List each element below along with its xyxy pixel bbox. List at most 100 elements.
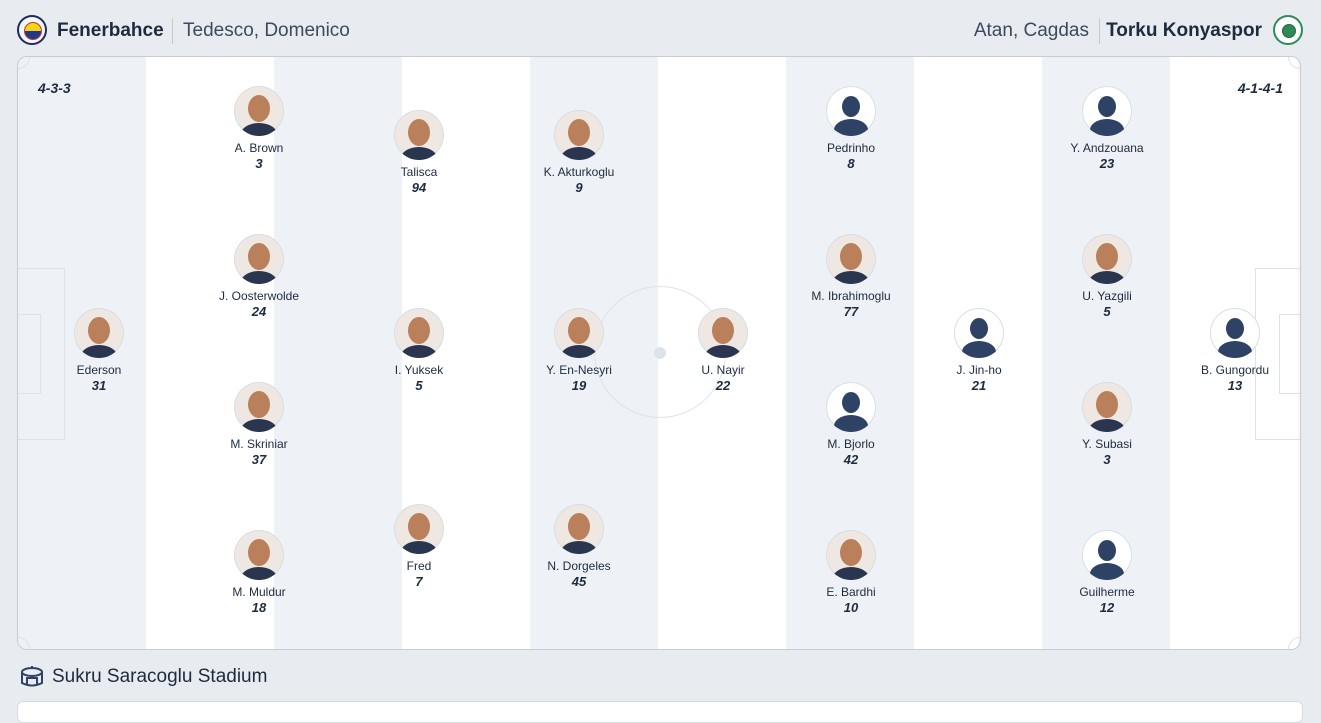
player-photo	[74, 308, 124, 358]
player-photo	[394, 504, 444, 554]
player-silhouette-icon	[1210, 308, 1260, 358]
player-photo	[394, 110, 444, 160]
player-silhouette-icon	[826, 86, 876, 136]
player-photo	[698, 308, 748, 358]
player-silhouette-icon	[1082, 86, 1132, 136]
home-team-name[interactable]: Fenerbahce	[57, 20, 164, 41]
player-photo	[234, 382, 284, 432]
player-name: Y. Subasi	[1082, 437, 1132, 451]
player-number: 7	[415, 574, 423, 589]
player-name: Y. En-Nesyri	[546, 363, 612, 377]
player-name: M. Muldur	[232, 585, 286, 599]
player-number: 3	[255, 156, 263, 171]
home-coach-name[interactable]: Tedesco, Domenico	[183, 20, 350, 41]
pitch-stripe	[274, 57, 402, 649]
player-name: J. Oosterwolde	[218, 289, 300, 303]
player-name: N. Dorgeles	[547, 559, 611, 573]
venue-name[interactable]: Sukru Saracoglu Stadium	[52, 666, 268, 687]
player-name: I. Yuksek	[394, 363, 444, 377]
player-number: 3	[1103, 452, 1111, 467]
player-silhouette-icon	[1082, 530, 1132, 580]
stadium-icon	[21, 666, 43, 687]
konyaspor-crest-icon[interactable]	[1273, 15, 1303, 45]
player-number: 10	[843, 600, 859, 615]
player-number: 5	[415, 378, 423, 393]
away-team-name[interactable]: Torku Konyaspor	[1106, 20, 1262, 41]
player-silhouette-icon	[954, 308, 1004, 358]
player-name: Talisca	[400, 165, 438, 179]
player-photo	[826, 234, 876, 284]
player-number: 19	[571, 378, 587, 393]
player-name: Y. Andzouana	[1070, 141, 1144, 155]
player-photo	[1082, 382, 1132, 432]
player-name: B. Gungordu	[1200, 363, 1270, 377]
player-name: U. Nayir	[701, 363, 745, 377]
player-number: 37	[251, 452, 267, 467]
away-coach-name[interactable]: Atan, Cagdas	[973, 20, 1089, 41]
player-number: 5	[1103, 304, 1111, 319]
center-spot	[654, 347, 666, 359]
away-goal-box	[1279, 314, 1300, 394]
away-formation: 4-1-4-1	[1237, 80, 1283, 96]
player-photo	[234, 86, 284, 136]
player-number: 31	[91, 378, 107, 393]
player-name: Ederson	[76, 363, 122, 377]
player-name: M. Ibrahimoglu	[811, 289, 891, 303]
player-name: U. Yazgili	[1082, 289, 1132, 303]
player-name: Guilherme	[1079, 585, 1135, 599]
lineup-header: Fenerbahce Tedesco, Domenico Atan, Cagda…	[0, 0, 1321, 60]
player-number: 42	[843, 452, 859, 467]
player-number: 18	[251, 600, 267, 615]
corner-arc	[1288, 637, 1300, 649]
player-name: M. Bjorlo	[827, 437, 875, 451]
player-number: 21	[971, 378, 987, 393]
player-name: Fred	[406, 559, 432, 573]
player-number: 45	[571, 574, 587, 589]
player-name: A. Brown	[234, 141, 284, 155]
home-divider	[172, 18, 173, 44]
player-photo	[394, 308, 444, 358]
home-formation: 4-3-3	[38, 80, 71, 96]
player-number: 23	[1099, 156, 1115, 171]
player-silhouette-icon	[826, 382, 876, 432]
away-penalty-box	[1255, 268, 1300, 440]
player-name: E. Bardhi	[826, 585, 876, 599]
player-number: 8	[847, 156, 855, 171]
fenerbahce-crest-icon[interactable]	[17, 15, 47, 45]
player-photo	[234, 234, 284, 284]
player-number: 9	[575, 180, 583, 195]
player-name: Pedrinho	[826, 141, 876, 155]
player-name: K. Akturkoglu	[543, 165, 615, 179]
player-photo	[1082, 234, 1132, 284]
player-name: J. Jin-ho	[956, 363, 1002, 377]
next-panel	[17, 701, 1303, 723]
home-penalty-box	[18, 268, 65, 440]
player-photo	[234, 530, 284, 580]
player-number: 13	[1227, 378, 1243, 393]
player-number: 77	[843, 304, 859, 319]
player-photo	[554, 504, 604, 554]
